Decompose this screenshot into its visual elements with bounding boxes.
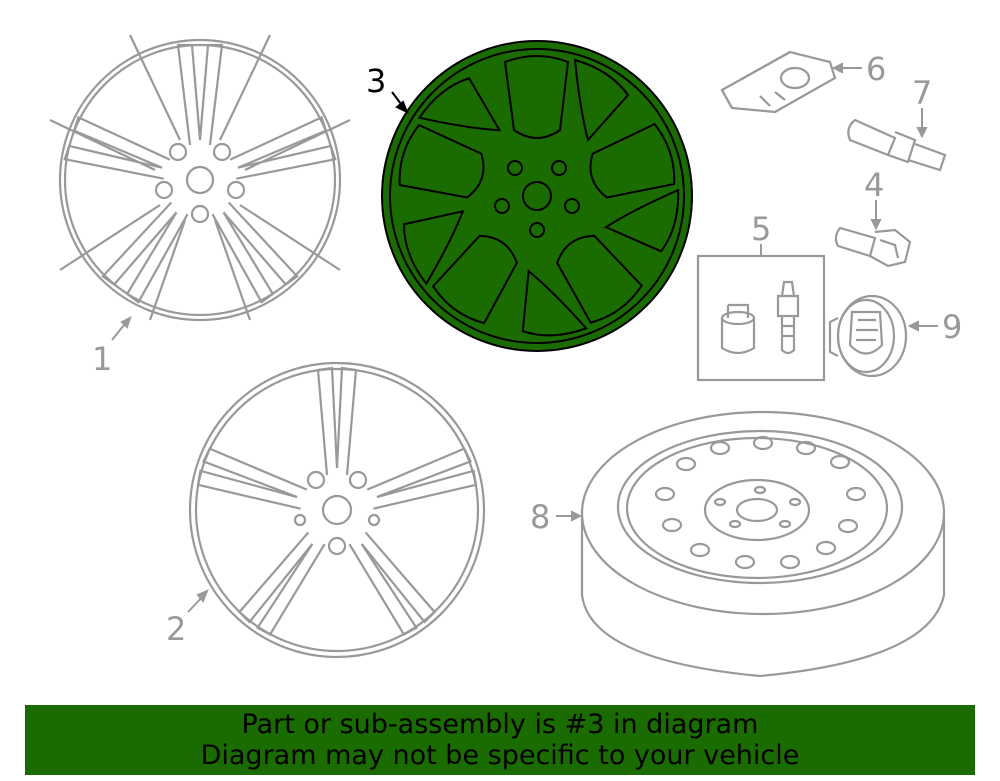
- parts-diagram: 1 2: [49, 34, 962, 678]
- valve-stem-part-7[interactable]: [847, 118, 947, 172]
- callout-label-6: 6: [866, 50, 886, 88]
- callout-label-3: 3: [366, 62, 386, 100]
- callout-label-1: 1: [92, 340, 112, 378]
- callout-leader-2: [187, 589, 209, 613]
- lug-bolt-part-4[interactable]: [834, 226, 912, 268]
- wheel-part-3-highlighted[interactable]: [381, 40, 696, 361]
- callout-leader-1: [111, 316, 132, 341]
- callout-leader-6: [831, 62, 862, 74]
- banner-line-disclaimer: Diagram may not be specific to your vehi…: [200, 740, 800, 771]
- callout-leader-4: [870, 200, 882, 231]
- highlight-notice-banner: Part or sub-assembly is #3 in diagram Di…: [25, 705, 975, 775]
- callout-label-5: 5: [751, 210, 771, 248]
- callout-label-7: 7: [912, 74, 932, 112]
- callout-label-4: 4: [864, 166, 884, 204]
- callout-label-8: 8: [530, 498, 550, 536]
- callout-leader-7: [916, 108, 928, 139]
- banner-line-part-number: Part or sub-assembly is #3 in diagram: [241, 709, 759, 740]
- tpms-sensor-part-6[interactable]: [720, 50, 837, 114]
- wheel-part-2[interactable]: [188, 361, 486, 659]
- callout-leader-9: [907, 320, 938, 332]
- callout-label-2: 2: [166, 610, 186, 648]
- callout-leader-3: [391, 91, 409, 115]
- wheel-part-1[interactable]: [49, 34, 351, 322]
- center-cap-part-9[interactable]: [828, 294, 908, 378]
- callout-label-9: 9: [942, 308, 962, 346]
- spare-wheel-part-8[interactable]: [580, 410, 946, 678]
- wheel-lock-kit-part-5[interactable]: [696, 254, 826, 382]
- callout-leader-8: [556, 510, 583, 522]
